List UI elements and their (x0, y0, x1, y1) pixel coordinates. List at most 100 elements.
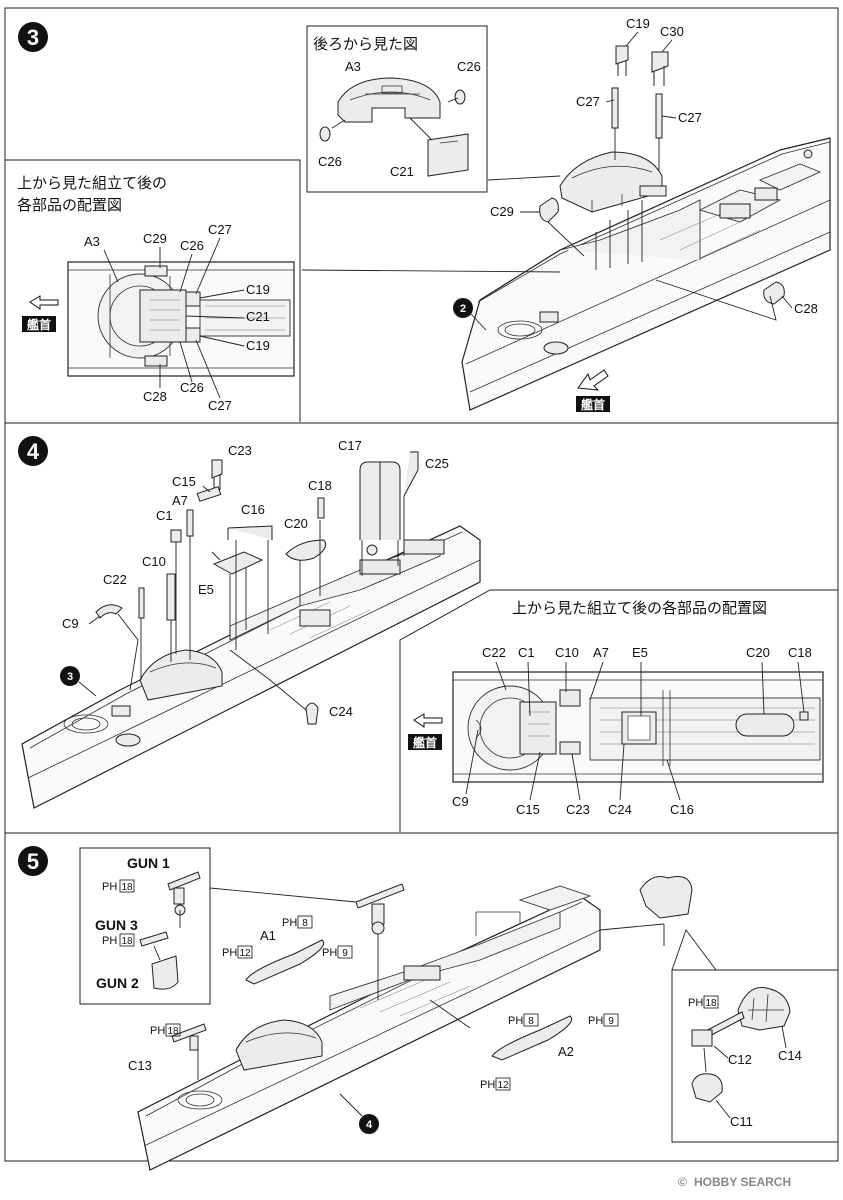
ref-step-3: 3 (67, 671, 73, 683)
gun3-label: GUN 3 (95, 917, 138, 933)
gun2-part (151, 955, 179, 990)
top3-label-c19-top: C19 (246, 282, 270, 297)
top4-label-c23: C23 (566, 802, 590, 817)
rear-view-frame (306, 25, 488, 193)
detail-inset: C14 C12 C11 PH 18 (671, 929, 839, 1143)
watermark-mark: © (678, 1175, 687, 1189)
part-c14-detail (737, 986, 791, 1031)
top3-label-a3: A3 (84, 234, 100, 249)
top4-label-c1: C1 (518, 645, 535, 660)
label5-a2: A2 (558, 1044, 574, 1059)
step-5: 5 GUN 1 GUN 3 GUN 2 PH 18 PH 18 (4, 832, 839, 1171)
gun-inset: GUN 1 GUN 3 GUN 2 PH 18 PH 18 (79, 847, 211, 1005)
part-c9-exploded (95, 604, 123, 619)
ph-a1-2-value: 9 (342, 948, 348, 959)
top4-label-c15: C15 (516, 802, 540, 817)
part-c27-left-exploded (611, 87, 619, 129)
ph-a2-3: PH (480, 1079, 495, 1091)
label4-c9: C9 (62, 616, 79, 631)
part-c24-exploded (305, 702, 319, 725)
turret-a3-exploded (559, 151, 663, 213)
part-c21-rear (427, 133, 469, 177)
top4-label-e5: E5 (632, 645, 648, 660)
part-c10-exploded (166, 573, 176, 621)
rear-label-c26-left: C26 (318, 154, 342, 169)
top-view-title-line1: 上から見た組立て後の (17, 174, 167, 192)
top4-label-c16: C16 (670, 802, 694, 817)
part-c20-top (735, 713, 795, 737)
gun-inset-frame (79, 847, 211, 1005)
detail-label-c14: C14 (778, 1048, 802, 1063)
label4-c22: C22 (103, 572, 127, 587)
top4-label-c18: C18 (788, 645, 812, 660)
top3-label-c27-top: C27 (208, 222, 232, 237)
ref-step-2: 2 (460, 303, 466, 315)
top-view-frame-step4 (399, 589, 838, 832)
ship-step3: 2 艦首 C19 C30 C27 C27 C29 C28 (301, 16, 831, 412)
label4-e5: E5 (198, 582, 214, 597)
ph-gun3-value: 18 (121, 936, 133, 947)
rear-label-a3: A3 (345, 59, 361, 74)
top3-label-c21: C21 (246, 309, 270, 324)
step-3: 3 後ろから見た図 A3 C26 C26 C21 上から見た組立て後の (4, 7, 839, 424)
bow-label-step4: 艦首 (413, 735, 437, 750)
label-c28: C28 (794, 301, 818, 316)
top4-label-c24: C24 (608, 802, 632, 817)
rear-view-title: 後ろから見た図 (313, 35, 418, 53)
gun1-part (167, 871, 201, 891)
label4-c1: C1 (156, 508, 173, 523)
top3-label-c28: C28 (143, 389, 167, 404)
label-c27-left: C27 (576, 94, 600, 109)
label4-c25: C25 (425, 456, 449, 471)
top-view-inset-step3: 上から見た組立て後の 各部品の配置図 艦首 A3 C29 C26 (5, 159, 301, 422)
bow-turret-ring-step3 (497, 320, 543, 340)
part-a1-exploded (245, 939, 325, 985)
ph-detail-value: 18 (705, 998, 717, 1009)
part-c17-exploded (359, 461, 401, 540)
detail-inset-frame (671, 969, 839, 1143)
label5-a1: A1 (260, 928, 276, 943)
ph-a1-3: PH (222, 947, 237, 959)
part-c16-exploded (227, 525, 273, 540)
ph-a2-3-value: 12 (497, 1080, 509, 1091)
bow-arrow-step3-main (577, 369, 609, 391)
label-c19: C19 (626, 16, 650, 31)
part-a2-exploded (491, 1015, 573, 1061)
ph-c13-value: 18 (167, 1026, 179, 1037)
top4-label-a7: A7 (593, 645, 609, 660)
watermark-text: HOBBY SEARCH (694, 1175, 791, 1189)
part-c25-exploded (403, 451, 419, 497)
label4-c15: C15 (172, 474, 196, 489)
top4-label-c10: C10 (555, 645, 579, 660)
ph-a2-2-value: 9 (608, 1016, 614, 1027)
label-c27-right: C27 (678, 110, 702, 125)
bow-label-step3: 艦首 (27, 317, 51, 332)
ph-gun1-value: 18 (121, 882, 133, 893)
ship-step4: 3 C23 C17 C25 C15 A7 C18 C16 C1 C20 C10 … (21, 438, 481, 809)
part-e5-exploded (212, 551, 264, 575)
bow-tag-step3 (22, 316, 56, 332)
rear-label-c26-right: C26 (457, 59, 481, 74)
label4-c10: C10 (142, 554, 166, 569)
turret-a3-rear (337, 77, 441, 123)
top-view-inset-step4: 上から見た組立て後の各部品の配置図 艦首 C22 C1 C10 (399, 589, 838, 832)
step-3-number: 3 (27, 25, 39, 50)
ph-a1-2: PH (322, 947, 337, 959)
part-c28-exploded (763, 281, 785, 305)
ph-gun1: PH (102, 881, 117, 893)
gun3-part (139, 931, 169, 947)
bow-arrow-step3 (29, 295, 59, 310)
label4-a7: A7 (172, 493, 188, 508)
label4-c16: C16 (241, 502, 265, 517)
turret-step5 (235, 1019, 323, 1071)
bow-arrow-step4 (413, 713, 443, 728)
part-c15-exploded (196, 486, 222, 502)
ph-detail: PH (688, 997, 703, 1009)
top3-label-c27-bottom: C27 (208, 398, 232, 413)
part-c26-rear-right (454, 89, 466, 105)
part-c11-detail (691, 1073, 723, 1103)
label4-c24: C24 (329, 704, 353, 719)
part-c21-top (139, 289, 187, 343)
top4-label-c20: C20 (746, 645, 770, 660)
